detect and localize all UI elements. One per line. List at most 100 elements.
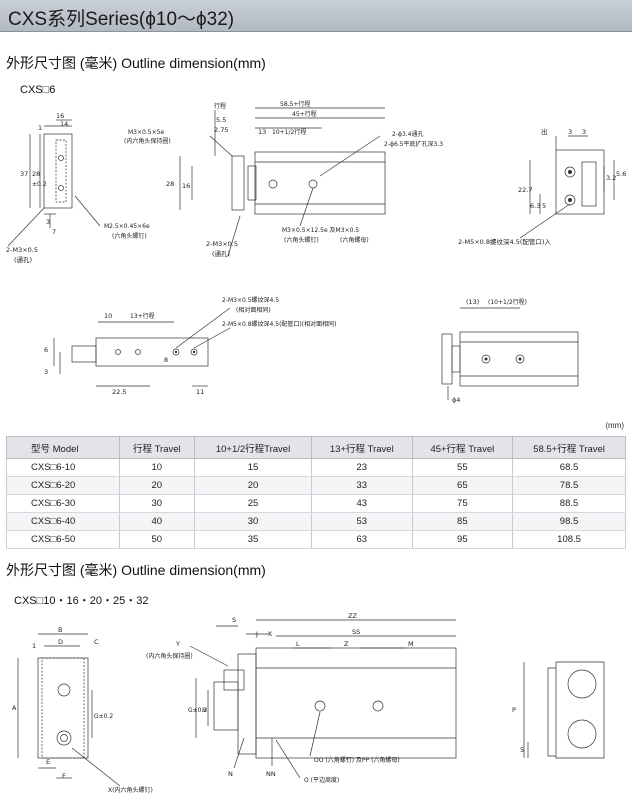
dim-2m3: 2-M3×0.5	[6, 246, 38, 254]
dim3-D: D	[58, 638, 63, 646]
dim-13: 13	[258, 128, 266, 136]
dim-14: 14	[60, 120, 68, 128]
table-row: CXS□6-50 50 35 63 95 108.5	[6, 530, 626, 549]
dim3-S: S	[232, 616, 236, 624]
col-header-13: 13+行程 Travel	[311, 436, 413, 459]
cell: 20	[118, 476, 196, 495]
dim-58.5: 58.5+行程	[280, 100, 310, 108]
cell: 88.5	[512, 494, 626, 513]
dim-m25: M2.5×0.45×6e	[104, 223, 150, 230]
dim3-Y: Y	[175, 640, 180, 648]
dim3-holder: (内六角头保持圈)	[146, 652, 193, 660]
dim-3.2: 3.2	[606, 174, 616, 182]
drawing-1-svg: 16 14 1 37 28 ±0.2 3 7 2-M3×0.5 (通孔) M2.…	[6, 100, 626, 264]
dim3-K: K	[268, 630, 273, 638]
dim-m3-12.5: M3×0.5×12.5e 及M3×0.5	[282, 227, 359, 234]
dim3-F: F	[62, 772, 66, 780]
cell: 65	[411, 476, 514, 495]
dim-hex-screw: (六角头螺钉)	[284, 236, 319, 244]
table-unit: (mm)	[605, 421, 624, 430]
dim-37: 37	[20, 170, 28, 178]
dim3-B: B	[58, 626, 62, 634]
cell: 30	[118, 494, 196, 513]
cell: 35	[194, 530, 313, 549]
dim2-22.5: 22.5	[112, 388, 126, 396]
dim2-13stroke: 13+行程	[130, 312, 155, 320]
dim2-10: 10	[104, 312, 112, 320]
dim3-P: P	[512, 706, 516, 714]
dim3-C: C	[94, 638, 99, 646]
dim3-OO: OO (六角螺钉) 及PP (六角螺母)	[314, 756, 400, 764]
dim-hex1: (六角头螺钉)	[112, 232, 147, 240]
dim2-same1: (相对面相同)	[236, 306, 271, 314]
drawing-cxs6-top: 16 14 1 37 28 ±0.2 3 7 2-M3×0.5 (通孔) M2.…	[0, 96, 632, 276]
dim-1: 1	[38, 124, 42, 132]
dim3-O: O (平边周度)	[304, 776, 339, 784]
dim2-m5-port: 2-M5×0.8螺纹深4.5(配管口)(相对面相同)	[222, 320, 336, 328]
dim-3b: 3	[582, 128, 586, 136]
dim3-A: A	[12, 704, 17, 712]
col-header-45: 45+行程 Travel	[411, 436, 514, 459]
model-label-2: CXS□10・16・20・25・32	[14, 595, 149, 607]
dim3-J: J	[255, 630, 258, 638]
dim-2.75: 2.75	[214, 126, 228, 134]
dim2-11: 11	[196, 388, 204, 396]
dim-3: 3	[46, 218, 50, 226]
dim3-1: 1	[32, 642, 36, 650]
table-row: CXS□6-30 30 25 43 75 88.5	[6, 494, 626, 513]
dim2-8: 8	[164, 356, 168, 364]
drawing-cxs-large: B D C 1 A G±0.2 E F X(内六角头螺钉) S J K ZZ S…	[0, 608, 632, 797]
cell: 10	[118, 458, 196, 477]
cell: 85	[411, 512, 514, 531]
cell: 15	[194, 458, 313, 477]
dim3-Z: Z	[344, 640, 349, 648]
dim-22.7: 22.7	[518, 186, 532, 194]
drawing-2-svg: 10 13+行程 2-M3×0.5螺纹深4.5 (相对面相同) 2-M5×0.8…	[44, 296, 579, 404]
dim-stroke: 行程	[214, 102, 226, 110]
dim-3.4: 2-ϕ3.4通孔	[392, 130, 423, 138]
cell: 30	[194, 512, 313, 531]
dim3-SS: SS	[352, 628, 360, 636]
cell: 25	[194, 494, 313, 513]
dim2-phi4: ϕ4	[452, 396, 460, 404]
dim-through-b: (通孔)	[212, 249, 230, 258]
dim-28: 28	[32, 170, 40, 178]
drawing-3-svg: B D C 1 A G±0.2 E F X(内六角头螺钉) S J K ZZ S…	[12, 612, 605, 794]
cell: 20	[194, 476, 313, 495]
dim-tol: ±0.2	[32, 181, 47, 188]
table-row: CXS□6-10 10 15 23 55 68.5	[6, 458, 626, 477]
dim-5: 5	[542, 202, 546, 210]
cell: 98.5	[512, 512, 626, 531]
model-label-1: CXS□6	[20, 84, 56, 96]
dim-6.3: 6.3	[530, 202, 540, 210]
dim-7: 7	[52, 228, 56, 236]
cell-model: CXS□6-40	[6, 512, 120, 531]
cell: 55	[411, 458, 514, 477]
dim-5.5: 5.5	[216, 116, 226, 124]
cell: 63	[311, 530, 413, 549]
cell: 40	[118, 512, 196, 531]
dim-6.5: 2-ϕ6.5平底扩孔深3.3	[384, 140, 443, 148]
dim-through: (通孔)	[14, 255, 32, 264]
cell: 108.5	[512, 530, 626, 549]
dim-16b: 16	[182, 182, 190, 190]
cell: 33	[311, 476, 413, 495]
dim-out: 出	[541, 127, 548, 136]
cell-model: CXS□6-10	[6, 458, 120, 477]
dim-2m3b: 2-M3×0.5	[206, 240, 238, 248]
col-header-model: 型号 Model	[6, 436, 120, 459]
cell-model: CXS□6-20	[6, 476, 120, 495]
cell: 23	[311, 458, 413, 477]
cell: 75	[411, 494, 514, 513]
dim2-10half: (10+1/2行程)	[488, 298, 527, 306]
cell: 95	[411, 530, 514, 549]
dim-m5-port: 2-M5×0.8螺纹深4.5(配管口)入	[458, 237, 551, 246]
dim3-G2: G±0.2	[188, 707, 207, 714]
dim-hex-nut: (六角螺母)	[340, 236, 369, 244]
cell-model: CXS□6-50	[6, 530, 120, 549]
dim2-m3-depth: 2-M3×0.5螺纹深4.5	[222, 296, 279, 304]
col-header-travel: 行程 Travel	[118, 436, 196, 459]
dim3-5: 5	[520, 746, 524, 754]
section-heading-2: 外形尺寸图 (毫米) Outline dimension(mm)	[6, 562, 266, 578]
dim3-ZZ: ZZ	[348, 612, 357, 620]
